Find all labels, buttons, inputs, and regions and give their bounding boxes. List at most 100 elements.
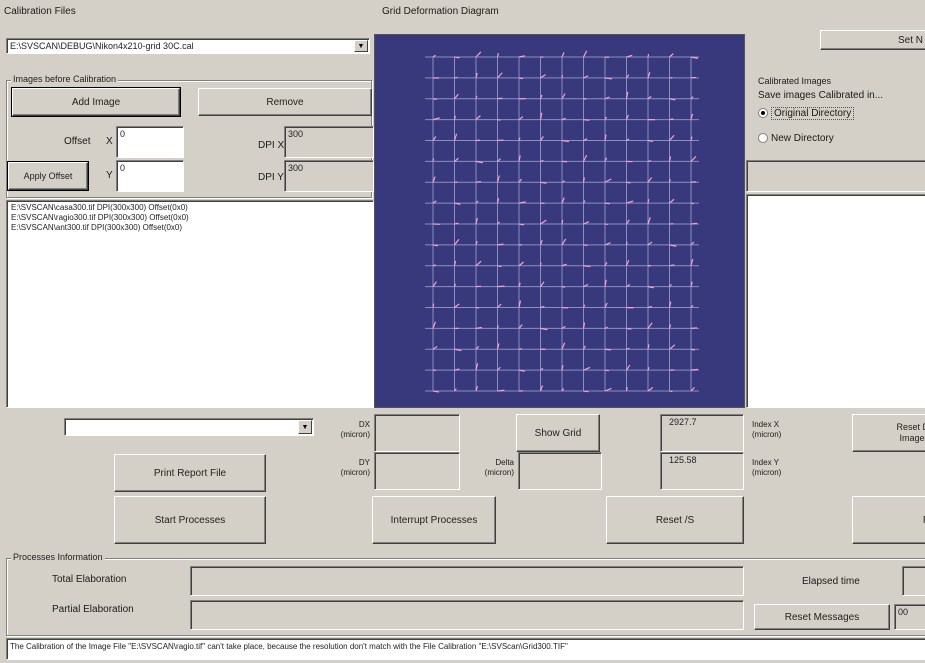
calibration-file-combo[interactable]: E:\SVSCAN\DEBUG\Nikon4x210-grid 30C.cal …	[6, 38, 370, 54]
deformation-vector	[454, 222, 459, 225]
deformation-vector	[668, 179, 671, 183]
dpi-y-value: 300	[288, 163, 304, 173]
total-elaboration-label: Total Elaboration	[52, 574, 127, 585]
dpi-y-label: DPI Y	[258, 172, 284, 183]
deformation-vector	[475, 306, 480, 309]
delta-field	[518, 452, 602, 490]
deformation-vector	[561, 263, 567, 267]
deformation-vector	[518, 77, 524, 80]
image-file-list[interactable]: E:\SVSCAN\casa300.tif DPI(300x300) Offse…	[6, 200, 374, 408]
radio-icon[interactable]	[758, 108, 768, 119]
radio-new-directory[interactable]: New Directory	[758, 133, 834, 144]
remove-button[interactable]: Remove	[198, 88, 372, 116]
deformation-vector	[496, 198, 500, 204]
chevron-down-icon[interactable]: ▼	[354, 40, 368, 52]
image-select-combo[interactable]: ▼	[64, 418, 314, 436]
deformation-vector	[454, 202, 461, 205]
deformation-vector	[690, 304, 694, 308]
deformation-vector	[668, 301, 672, 308]
index-x-label: Index X(micron)	[752, 420, 782, 439]
radio-new-label: New Directory	[771, 133, 834, 144]
deformation-vector	[518, 155, 521, 162]
deformation-vector	[475, 386, 478, 392]
list-item[interactable]: E:\SVSCAN\casa300.tif DPI(300x300) Offse…	[11, 203, 188, 212]
deformation-vector	[690, 368, 699, 371]
deformation-vector	[496, 52, 499, 58]
deformation-vector	[518, 282, 521, 287]
deformation-vector	[604, 77, 613, 80]
radio-original-directory[interactable]: Original Directory	[758, 107, 855, 120]
deformation-vector	[497, 265, 502, 268]
right-action-button[interactable]: F	[852, 496, 925, 544]
deformation-vector	[475, 160, 483, 164]
deformation-vector	[518, 369, 526, 372]
reset-images-button[interactable]: Reset DImages	[852, 414, 925, 452]
deformation-vector	[626, 181, 631, 184]
deformation-vector	[518, 201, 526, 204]
offset-x-label: X	[106, 136, 113, 147]
deformation-vector	[669, 264, 675, 267]
deformation-vector	[583, 138, 588, 142]
deformation-vector	[604, 261, 608, 267]
chevron-down-icon[interactable]: ▼	[298, 420, 312, 434]
set-button[interactable]: Set N	[820, 30, 925, 50]
deformation-vector	[518, 137, 521, 141]
deformation-vector	[561, 219, 564, 225]
deformation-vector	[647, 217, 651, 225]
reset-s-button[interactable]: Reset /S	[606, 496, 744, 544]
deformation-vector	[668, 324, 672, 329]
offset-y-value: 0	[120, 163, 126, 173]
deformation-vector	[647, 367, 650, 371]
apply-offset-button[interactable]: Apply Offset	[7, 161, 89, 191]
start-processes-button[interactable]: Start Processes	[114, 496, 266, 544]
index-y-value: 125.58	[669, 455, 697, 465]
offset-x-field[interactable]: 0	[116, 126, 184, 158]
deformation-vector	[475, 95, 478, 99]
dy-label: DY(micron)	[340, 458, 370, 477]
deformation-vector	[669, 98, 676, 101]
radio-icon[interactable]	[758, 133, 768, 144]
show-grid-button[interactable]: Show Grid	[516, 414, 600, 452]
reset-messages-button[interactable]: Reset Messages	[754, 604, 890, 630]
deformation-vector	[475, 345, 480, 350]
interrupt-processes-button[interactable]: Interrupt Processes	[372, 496, 496, 544]
deformation-vector	[539, 94, 543, 99]
deformation-vector	[497, 389, 505, 392]
print-report-button[interactable]: Print Report File	[114, 454, 266, 492]
deformation-vector	[647, 286, 655, 289]
deformation-vector	[540, 281, 545, 287]
add-image-button[interactable]: Add Image	[11, 87, 181, 117]
deformation-vector	[475, 218, 478, 225]
grid-deformation-svg	[425, 50, 699, 393]
deformation-vector	[669, 244, 677, 247]
radio-original-label: Original Directory	[771, 107, 855, 120]
deformation-vector	[540, 160, 544, 162]
calibrated-image-list[interactable]	[746, 194, 925, 408]
deformation-vector	[561, 388, 565, 392]
list-item[interactable]: E:\SVSCAN\ant300.tif DPI(300x300) Offset…	[11, 223, 183, 232]
deformation-vector	[497, 285, 505, 288]
calibration-files-title: Calibration Files	[4, 6, 76, 17]
calibrated-images-title: Calibrated Images	[758, 76, 832, 86]
partial-elaboration-label: Partial Elaboration	[52, 604, 134, 615]
deformation-vector	[604, 157, 608, 162]
deformation-vector	[647, 53, 650, 58]
deformation-vector	[475, 72, 478, 79]
total-elaboration-bar	[190, 566, 744, 596]
deformation-vector	[647, 95, 652, 100]
deformation-vector	[496, 343, 500, 350]
grid-deformation-plot	[374, 34, 745, 408]
deformation-vector	[497, 119, 501, 121]
deformation-vector	[561, 93, 566, 100]
offset-y-field[interactable]: 0	[116, 160, 184, 192]
deformation-vector	[690, 136, 693, 141]
list-item[interactable]: E:\SVSCAN\ragio300.tif DPI(300x300) Offs…	[11, 213, 189, 222]
deformation-vector	[625, 241, 628, 245]
deformation-vector	[561, 238, 567, 246]
deformation-vector	[561, 197, 565, 204]
deformation-vector	[497, 243, 504, 246]
deformation-vector	[539, 112, 543, 120]
deformation-vector	[453, 115, 456, 120]
deformation-vector	[497, 366, 501, 371]
deformation-vector	[647, 241, 653, 246]
